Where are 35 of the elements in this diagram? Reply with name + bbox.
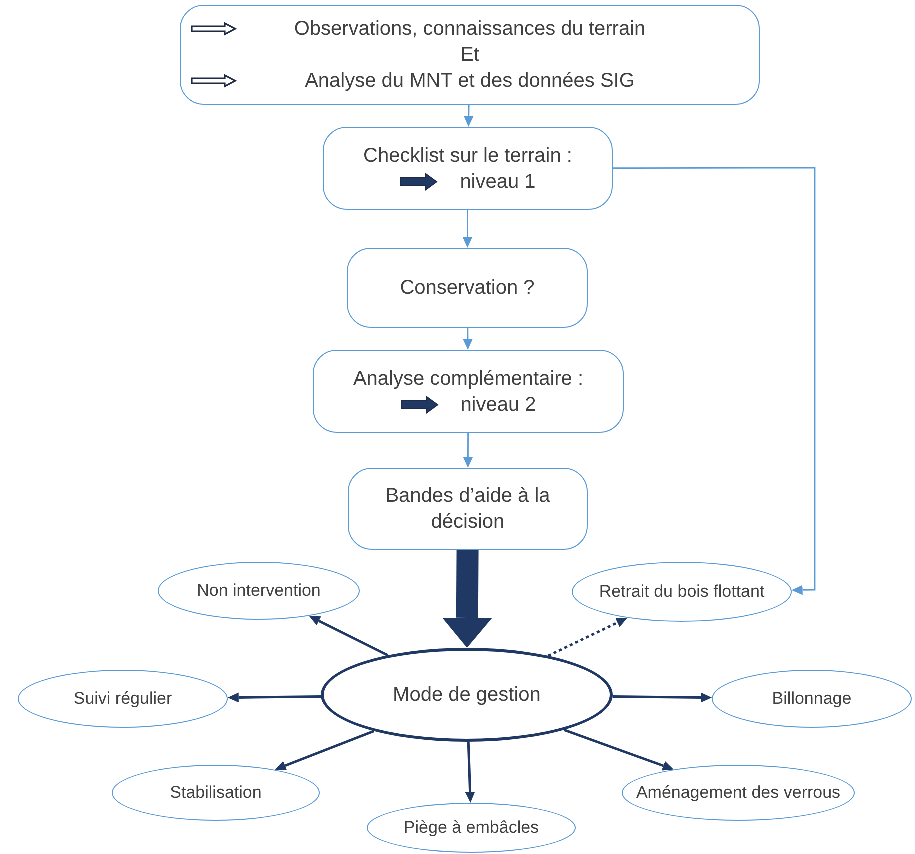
block-arrow — [442, 550, 492, 648]
node-text: Mode de gestion — [393, 683, 541, 708]
node-text: Piège à embâcles — [404, 818, 540, 838]
arrow — [463, 433, 474, 468]
node-text: Stabilisation — [170, 783, 262, 803]
node-text: Aménagement des verrous — [636, 783, 841, 803]
node-text: Observations, connaissances du terrain — [294, 17, 646, 42]
arrow — [462, 210, 473, 248]
arrow — [228, 692, 322, 703]
node-text: Retrait du bois flottant — [599, 582, 765, 602]
process-box — [347, 248, 588, 328]
process-box — [180, 5, 760, 105]
arrow — [465, 742, 476, 803]
node-text: niveau 2 — [460, 392, 536, 418]
process-box — [313, 350, 624, 433]
arrow — [612, 692, 712, 703]
process-box — [348, 468, 588, 550]
node-text: Analyse du MNT et des données SIG — [305, 69, 635, 94]
arrow — [564, 728, 674, 771]
node-text: Conservation ? — [400, 276, 535, 301]
node-text: Suivi régulier — [74, 689, 172, 709]
arrow — [309, 616, 389, 657]
node-text: Bandes d’aide à la décision — [384, 484, 552, 535]
node-text: Non intervention — [197, 581, 321, 601]
arrow — [463, 328, 473, 350]
node-text: Billonnage — [772, 689, 852, 709]
process-box — [323, 127, 613, 210]
arrow — [464, 104, 474, 127]
arrow — [613, 167, 816, 596]
node-text: niveau 1 — [460, 170, 536, 194]
node-text: Analyse complémentaire : — [353, 366, 584, 392]
node-text: Checklist sur le terrain : — [364, 144, 572, 168]
arrow — [548, 618, 628, 658]
node-text: Et — [460, 43, 480, 68]
arrow — [275, 730, 375, 771]
